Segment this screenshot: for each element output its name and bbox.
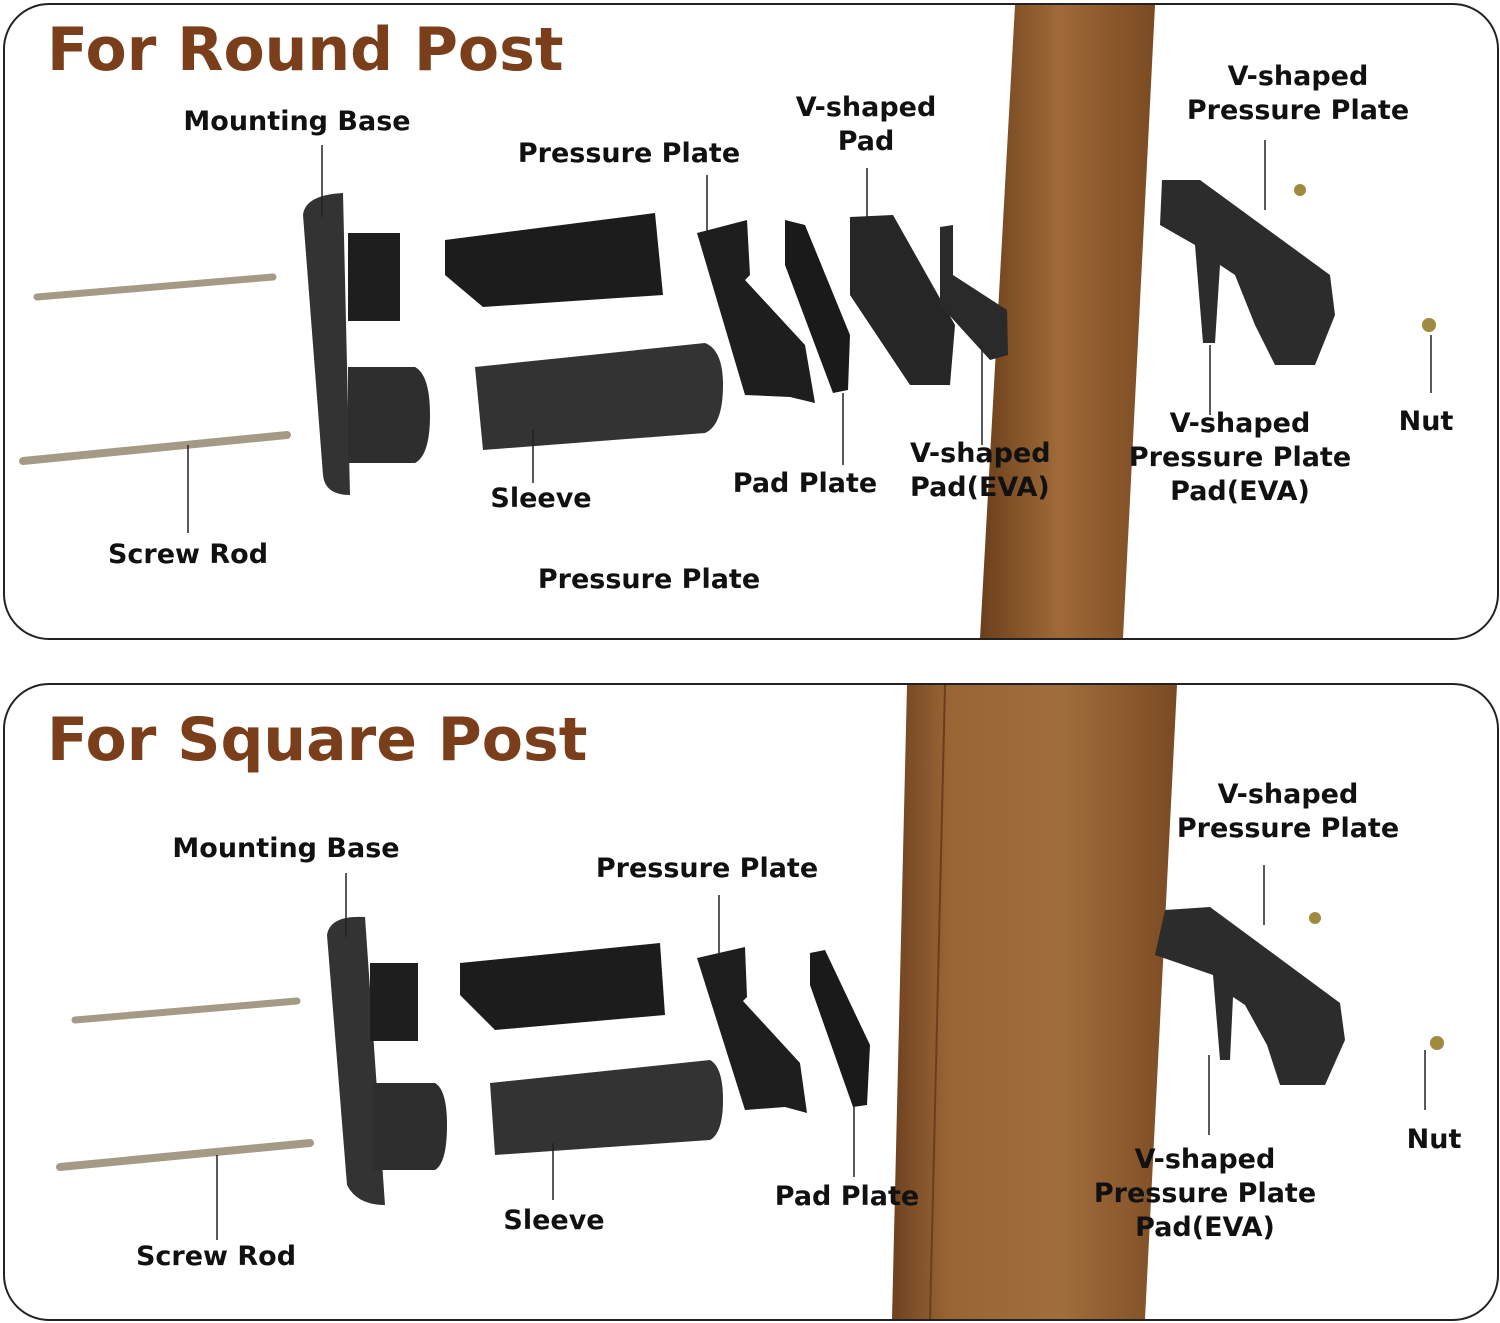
- label-sleeve: Sleeve: [503, 1205, 605, 1236]
- square-post: [892, 685, 1177, 1319]
- mounting-base: [327, 916, 385, 1205]
- mounting-base-top-block: [370, 963, 418, 1041]
- label-mounting-base: Mounting Base: [183, 106, 411, 137]
- leader-lines: [187, 140, 1432, 533]
- screw-rod-top: [33, 273, 277, 301]
- nut: [1422, 318, 1436, 332]
- mounting-base-bottom-block: [373, 1083, 447, 1170]
- sleeve-part: [490, 1060, 723, 1155]
- label-screw-rod: Screw Rod: [107, 539, 269, 570]
- screw-rod-bottom: [19, 431, 291, 465]
- label-nut: Nut: [1406, 1124, 1462, 1155]
- nut-top: [1309, 912, 1321, 924]
- nut-top: [1294, 184, 1306, 196]
- square-post-edge: [929, 685, 946, 1319]
- v-shaped-pad-eva-part: [940, 225, 1008, 360]
- pressure-plate-top-part: [445, 213, 663, 307]
- square-post-illustration: [56, 685, 1444, 1319]
- nut: [1430, 1036, 1444, 1050]
- mounting-base: [303, 193, 350, 495]
- label-pressure-plate: Pressure Plate: [595, 853, 819, 884]
- label-pad-plate: Pad Plate: [732, 468, 878, 499]
- sleeve-part: [475, 343, 723, 450]
- label-pressure-plate: Pressure Plate: [517, 138, 741, 169]
- label-pressure-plate-bottom: Pressure Plate: [537, 564, 761, 595]
- pad-plate-part: [785, 220, 850, 393]
- label-pad-plate: Pad Plate: [774, 1181, 920, 1212]
- screw-rod-top: [71, 997, 301, 1024]
- square-post-panel: For Square Post Mounting Base Pressure P…: [3, 683, 1499, 1321]
- round-post: [980, 5, 1155, 638]
- label-mounting-base: Mounting Base: [172, 833, 400, 864]
- v-shaped-pad-part: [850, 215, 955, 385]
- leader-lines: [216, 865, 1426, 1240]
- pad-plate-part: [810, 950, 870, 1107]
- label-screw-rod: Screw Rod: [135, 1241, 297, 1272]
- round-post-title: For Round Post: [47, 15, 564, 85]
- pressure-plate-part: [697, 220, 815, 403]
- mounting-base-bottom-block: [348, 367, 430, 463]
- screw-rod-bottom: [56, 1139, 314, 1171]
- label-nut: Nut: [1398, 406, 1454, 437]
- mounting-base-top-block: [348, 233, 400, 321]
- pressure-plate-part: [697, 947, 807, 1113]
- square-post-title: For Square Post: [47, 705, 588, 775]
- label-sleeve: Sleeve: [490, 483, 592, 514]
- round-post-illustration: [19, 5, 1436, 638]
- pressure-plate-top-part: [460, 943, 665, 1030]
- v-shaped-pressure-plate-part: [1155, 907, 1345, 1085]
- round-post-panel: For Round Post Mounting Base Pressure Pl…: [3, 3, 1499, 640]
- v-shaped-pressure-plate-part: [1160, 180, 1335, 365]
